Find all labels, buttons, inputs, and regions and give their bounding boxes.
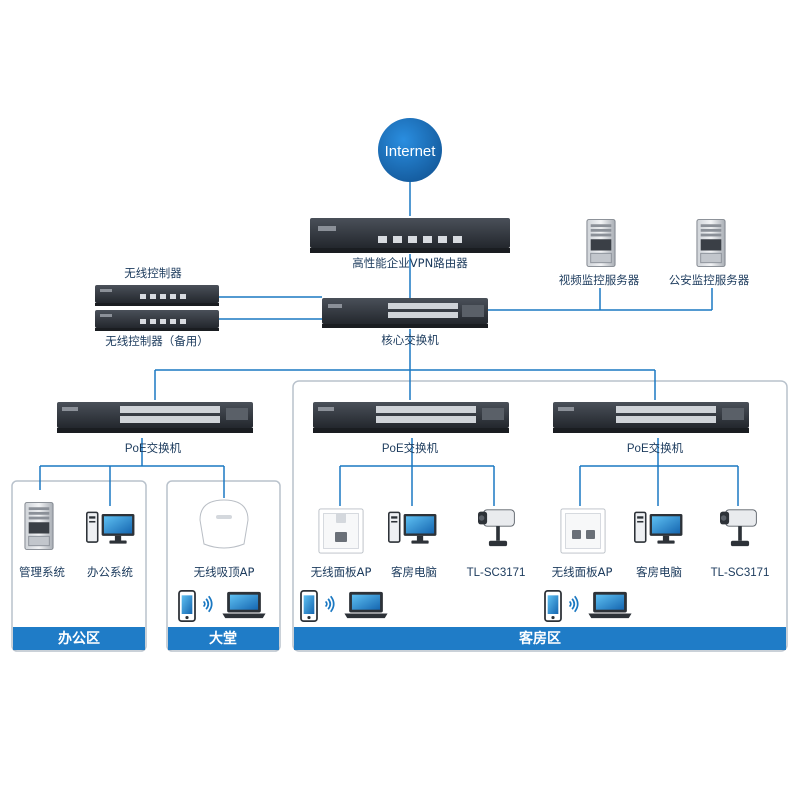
zone-rooms: 客房区 [292, 380, 788, 652]
wireless-controller-backup: 无线控制器（备用） [95, 310, 219, 348]
room-a-device-label: TL-SC3171 [467, 567, 526, 579]
wireless-controller-primary-label: 无线控制器 [124, 266, 182, 280]
server-tower-icon [696, 219, 726, 267]
video-monitoring-server: 视频监控服务器 [559, 219, 640, 287]
office-work-system: 办公系统 [86, 511, 136, 579]
poe-switch-icon [313, 402, 509, 433]
laptop-icon [344, 591, 388, 619]
switch-icon [322, 298, 488, 328]
room-b-room-pc: 客房电脑 [634, 511, 684, 579]
zone-lobby-title-bar [168, 627, 279, 650]
zone-office-title-bar [13, 627, 145, 650]
wireless-controller-primary: 无线控制器 [95, 266, 219, 306]
lobby-ceiling-ap: 无线吸顶AP [194, 499, 255, 579]
poe-switch-office: PoE交换机 [57, 402, 253, 455]
police-server-label: 公安监控服务器 [669, 273, 750, 287]
router-icon [310, 218, 510, 253]
room-a-room-pc: 客房电脑 [388, 511, 438, 579]
room-a-panel-ap: 无线面板AP [311, 508, 372, 579]
internet-node: Internet [378, 118, 442, 182]
internet-label: Internet [385, 143, 437, 160]
office-management-system: 管理系统 [19, 502, 65, 579]
video-server-label: 视频监控服务器 [559, 273, 640, 287]
laptop-icon [222, 591, 266, 619]
globe-icon [378, 118, 442, 182]
lobby-device-label: 无线吸顶AP [194, 565, 255, 579]
office-device-label: 管理系统 [19, 565, 65, 579]
room-b-camera: TL-SC3171 [711, 509, 770, 579]
controller-icon [95, 285, 219, 306]
smartphone-icon [544, 590, 562, 622]
laptop-icon [588, 591, 632, 619]
controller-backup-icon [95, 310, 219, 331]
zone-lobby-title: 大堂 [209, 630, 237, 647]
room-a-device-label: 无线面板AP [311, 565, 372, 579]
room-a-device-label: 客房电脑 [391, 565, 437, 579]
server-tower-icon [24, 502, 54, 550]
room-b-device-label: 无线面板AP [552, 565, 613, 579]
smartphone-icon [300, 590, 318, 622]
vpn-router: 高性能企业VPN路由器 [310, 218, 510, 270]
zone-office-title: 办公区 [58, 630, 100, 647]
smartphone-icon [178, 590, 196, 622]
room-b-device-label: TL-SC3171 [711, 567, 770, 579]
zone-rooms-title-bar [294, 627, 786, 650]
room-a-camera: TL-SC3171 [467, 509, 526, 579]
room-b-device-label: 客房电脑 [636, 565, 682, 579]
zone-rooms-title: 客房区 [518, 630, 561, 647]
router-label: 高性能企业VPN路由器 [352, 256, 468, 270]
poe-switch-room-b-label: PoE交换机 [627, 441, 684, 455]
poe-switch-room-a: PoE交换机 [313, 402, 509, 455]
core-switch-label: 核心交换机 [381, 333, 439, 347]
connection-lines [39, 180, 739, 506]
wireless-controller-backup-label: 无线控制器（备用） [105, 334, 209, 348]
office-device-label: 办公系统 [87, 565, 133, 579]
server-tower-icon [586, 219, 616, 267]
ceiling-ap-icon [199, 499, 249, 549]
room-b-panel-ap: 无线面板AP [552, 508, 613, 579]
poe-switch-room-a-label: PoE交换机 [382, 441, 439, 455]
panel-ap-icon [318, 508, 364, 554]
poe-switch-room-b: PoE交换机 [553, 402, 749, 455]
poe-switch-icon [57, 402, 253, 433]
core-switch: 核心交换机 [322, 298, 488, 347]
poe-switch-icon [553, 402, 749, 433]
police-monitoring-server: 公安监控服务器 [669, 219, 750, 287]
panel-ap-icon [560, 508, 606, 554]
poe-switch-office-label: PoE交换机 [125, 441, 182, 455]
